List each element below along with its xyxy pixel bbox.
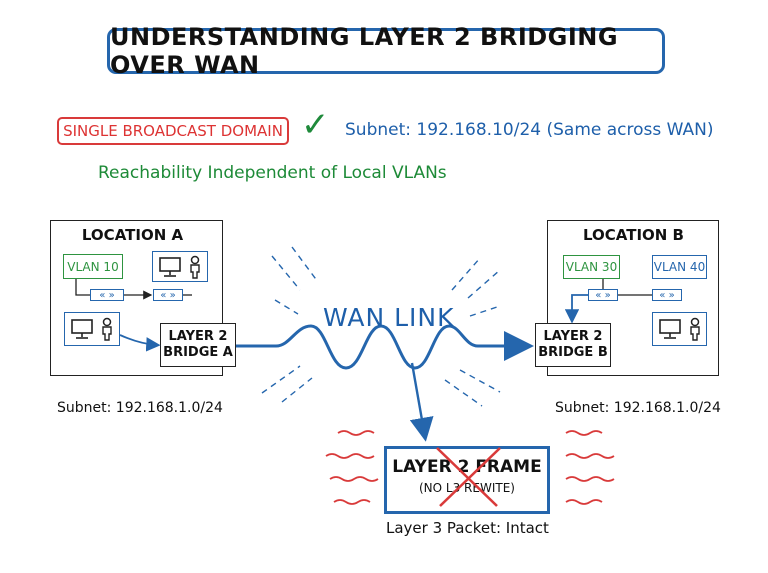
location-b-switch-2: « » <box>652 289 682 301</box>
location-b-subnet: Subnet: 192.168.1.0/24 <box>555 400 721 416</box>
location-a-switch-1: « » <box>90 289 124 301</box>
vlan-10-box: VLAN 10 <box>63 254 123 279</box>
broadcast-domain-label: SINGLE BROADCAST DOMAIN <box>63 122 283 140</box>
bridge-a: LAYER 2 BRIDGE A <box>160 323 236 367</box>
location-a-host-bottom <box>64 312 120 346</box>
layer2-frame-box <box>384 446 550 514</box>
switch-ports-label: « » <box>595 289 611 301</box>
host-to-bridge-a-arrow <box>119 334 161 352</box>
shared-subnet-label: Subnet: 192.168.10/24 (Same across WAN) <box>345 120 714 140</box>
person-icon <box>190 255 200 279</box>
wan-to-frame-arrow <box>409 362 434 442</box>
location-b-box <box>547 220 719 376</box>
computer-icon <box>71 319 93 339</box>
bridge-b: LAYER 2 BRIDGE B <box>535 323 611 367</box>
switch-ports-label: « » <box>99 289 115 301</box>
wan-burst-lines <box>261 246 501 407</box>
location-a-host-top <box>152 251 208 282</box>
computer-icon <box>658 319 681 339</box>
vlan-30-box: VLAN 30 <box>563 255 620 279</box>
location-a-subnet: Subnet: 192.168.1.0/24 <box>57 400 223 416</box>
title-box: UNDERSTANDING LAYER 2 BRIDGING OVER WAN <box>107 23 665 79</box>
check-icon: ✓ <box>301 105 330 145</box>
vlan-10-label: VLAN 10 <box>67 259 119 274</box>
computer-icon <box>159 256 181 277</box>
vlan-40-box: VLAN 40 <box>652 255 707 279</box>
wan-link-wave <box>236 324 534 370</box>
frame-title: LAYER 2 FRAME <box>392 457 542 477</box>
location-b-host <box>652 312 707 346</box>
layer3-caption: Layer 3 Packet: Intact <box>386 519 549 537</box>
vlan-10-to-switch-link <box>75 279 90 296</box>
location-a-title: LOCATION A <box>81 226 184 244</box>
vlan-30-label: VLAN 30 <box>565 260 618 274</box>
bridge-b-line2: BRIDGE B <box>538 345 608 360</box>
broadcast-domain-tag: SINGLE BROADCAST DOMAIN <box>57 117 289 145</box>
vlan-40-label: VLAN 40 <box>653 260 706 274</box>
location-b-title: LOCATION B <box>582 226 684 244</box>
frame-subtitle: (NO L3 REWITE) <box>419 481 515 495</box>
switch-ports-label: « » <box>659 289 675 301</box>
bridge-a-line1: LAYER 2 <box>168 328 228 344</box>
switch-to-bridge-b-arrow <box>564 294 588 324</box>
person-icon <box>689 317 700 341</box>
wan-link-label: WAN LINK <box>323 303 455 332</box>
person-icon <box>102 317 112 341</box>
location-b-switch-1: « » <box>588 289 618 301</box>
switch-ports-label: « » <box>160 289 176 301</box>
right-red-squiggles <box>565 430 615 505</box>
bridge-b-line1: LAYER 2 <box>543 328 603 344</box>
bridge-a-line2: BRIDGE A <box>163 345 233 360</box>
location-a-switch-2: « » <box>153 289 183 301</box>
page-title: UNDERSTANDING LAYER 2 BRIDGING OVER WAN <box>110 23 619 79</box>
location-a-box <box>50 220 223 376</box>
left-red-squiggles <box>325 430 379 505</box>
reachability-label: Reachability Independent of Local VLANs <box>98 163 447 183</box>
